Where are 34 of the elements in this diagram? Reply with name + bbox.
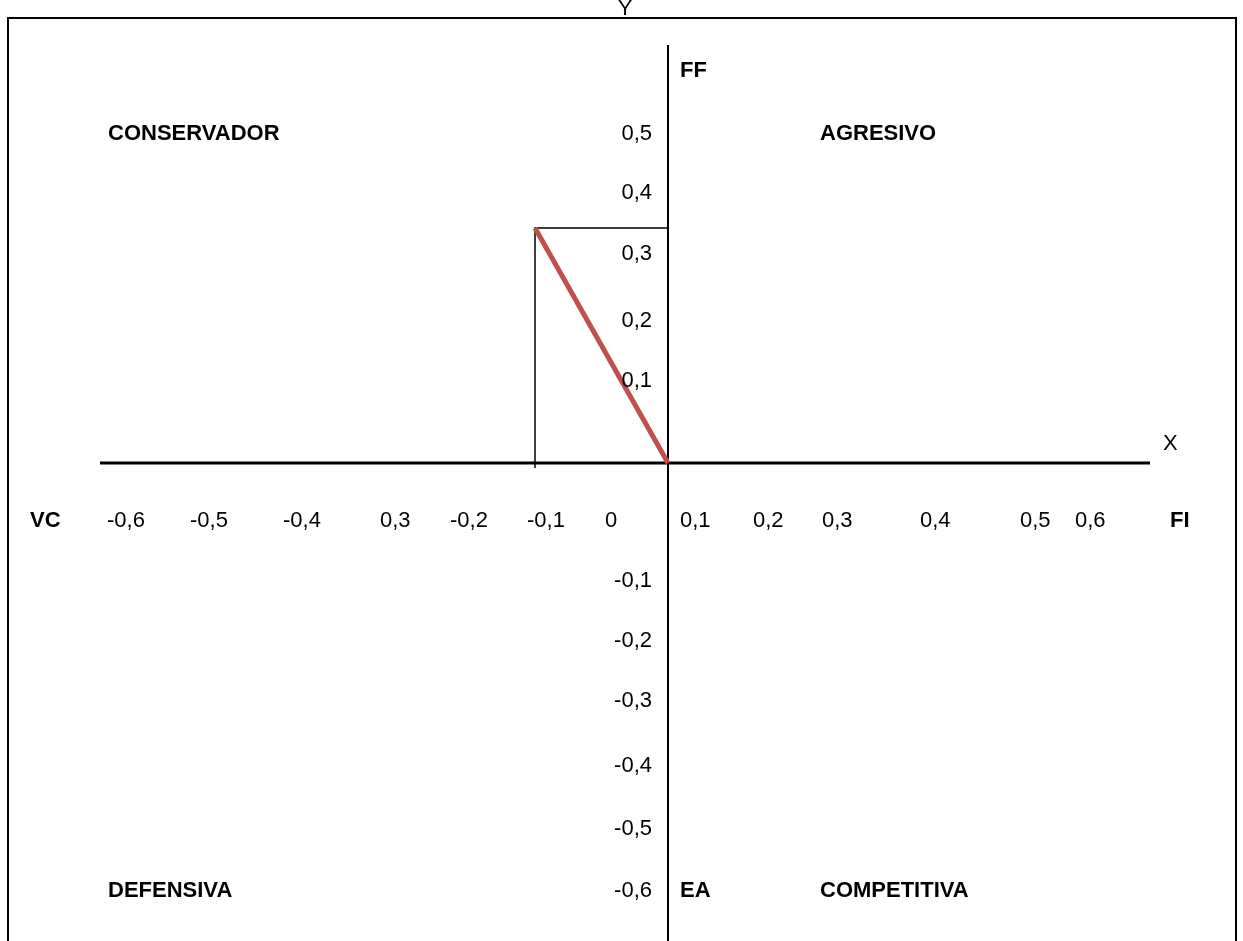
tick-label: 0,1 (680, 507, 711, 533)
quadrant-label: AGRESIVO (820, 120, 937, 146)
tick-label: -0,5 (614, 815, 652, 841)
tick-label: -0,6 (107, 507, 145, 533)
axis-label: X (1163, 430, 1178, 456)
tick-label: -0,2 (614, 627, 652, 653)
tick-label: 0,1 (621, 367, 652, 393)
tick-label: -0,4 (614, 752, 652, 778)
tick-label: 0,2 (621, 307, 652, 333)
quadrant-label: DEFENSIVA (108, 877, 233, 903)
tick-label: -0,1 (527, 507, 565, 533)
tick-label: 0,3 (380, 507, 411, 533)
axis-end-label: FF (680, 57, 707, 83)
tick-label: 0,3 (621, 240, 652, 266)
quadrant-label: COMPETITIVA (820, 877, 969, 903)
tick-label: 0,5 (1020, 507, 1051, 533)
tick-label: -0,3 (614, 687, 652, 713)
axis-label: Y (617, 0, 633, 21)
tick-label: -0,5 (190, 507, 228, 533)
tick-label: -0,2 (450, 507, 488, 533)
tick-label: 0,4 (621, 179, 652, 205)
tick-label: 0,2 (753, 507, 784, 533)
tick-label: 0,6 (1075, 507, 1106, 533)
tick-label: 0 (605, 507, 618, 533)
tick-label: 0,4 (920, 507, 951, 533)
tick-label: -0,4 (283, 507, 321, 533)
axis-end-label: FI (1170, 507, 1190, 533)
axis-end-label: EA (680, 877, 711, 903)
tick-label: 0,5 (621, 120, 652, 146)
axis-end-label: VC (30, 507, 61, 533)
tick-label: -0,1 (614, 567, 652, 593)
quadrant-label: CONSERVADOR (108, 120, 280, 146)
tick-label: -0,6 (614, 877, 652, 903)
tick-label: 0,3 (822, 507, 853, 533)
